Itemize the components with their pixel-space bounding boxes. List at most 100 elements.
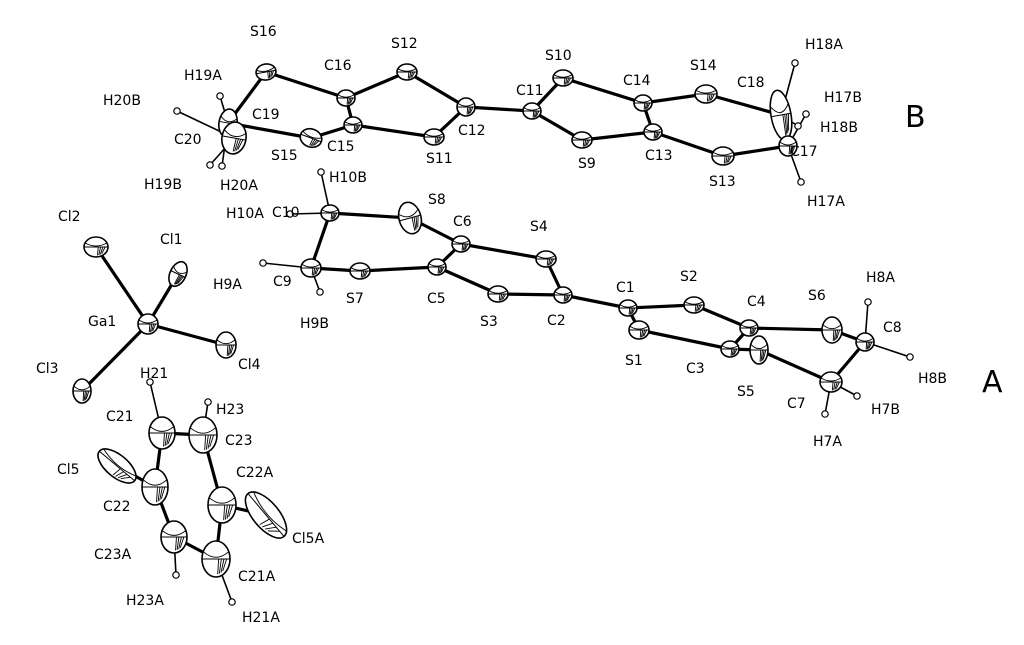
atom-c18: [769, 89, 793, 141]
bond-c1-s2: [626, 303, 696, 310]
atom-label-s13: S13: [709, 174, 736, 190]
atom-c23: [188, 416, 218, 454]
atom-cl5a: [244, 491, 288, 539]
atom-c12: [456, 97, 476, 117]
atom-h10a: [286, 210, 294, 218]
atom-h7a: [821, 410, 829, 418]
atom-label-c19: C19: [252, 107, 280, 123]
atom-label-h17b: H17B: [824, 90, 862, 106]
atom-label-c23: C23: [225, 433, 253, 449]
atom-c20: [221, 121, 247, 155]
atom-label-h19a: H19A: [184, 68, 222, 84]
atom-c6: [451, 235, 471, 253]
atom-label-c5: C5: [427, 291, 446, 307]
atom-label-h8a: H8A: [866, 270, 895, 286]
atom-cl4: [215, 331, 237, 359]
atom-s9: [571, 131, 593, 149]
atom-label-s7: S7: [346, 291, 364, 307]
atom-c21a: [201, 540, 231, 578]
molecule-label-a: A: [982, 365, 1003, 400]
bond-c5-s3: [435, 265, 500, 296]
atom-cl1: [168, 260, 188, 288]
atom-h10b: [317, 168, 325, 176]
atom-h8a: [864, 298, 872, 306]
atom-c1: [618, 299, 638, 317]
atom-s14: [694, 84, 718, 104]
atom-label-s15: S15: [271, 148, 298, 164]
atom-label-h21: H21: [140, 366, 168, 382]
atom-label-h7b: H7B: [871, 402, 900, 418]
atom-cl3: [72, 378, 92, 404]
bond-c4-s6: [747, 326, 834, 332]
atom-label-cl2: Cl2: [58, 209, 81, 225]
atom-c16: [336, 89, 356, 107]
atom-label-c21a: C21A: [238, 569, 276, 585]
atom-s8: [397, 201, 423, 235]
atom-label-c6: C6: [453, 214, 472, 230]
atom-label-h20b: H20B: [103, 93, 141, 109]
atom-label-c9: C9: [273, 274, 292, 290]
atom-s2: [683, 296, 705, 314]
atom-h20b: [173, 107, 181, 115]
atom-h21: [146, 378, 154, 386]
atom-label-h18a: H18A: [805, 37, 843, 53]
atom-h9b: [316, 288, 324, 296]
atom-label-h9a: H9A: [213, 277, 242, 293]
bond-s10-c14: [561, 76, 645, 105]
atom-s13: [711, 146, 735, 166]
atom-label-cl5: Cl5: [57, 462, 80, 478]
atom-s6: [821, 316, 843, 344]
atom-label-ga1: Ga1: [88, 314, 116, 330]
atom-label-s8: S8: [428, 192, 446, 208]
atom-label-h7a: H7A: [813, 434, 842, 450]
atom-s10: [552, 69, 574, 87]
atom-c22a: [207, 486, 237, 524]
atom-s15: [299, 127, 323, 149]
atom-label-c14: C14: [623, 73, 651, 89]
atom-label-cl5a: Cl5A: [292, 531, 325, 547]
atom-label-c16: C16: [324, 58, 352, 74]
atom-label-c21: C21: [106, 409, 134, 425]
atom-ga1: [137, 313, 159, 335]
atom-h7b: [853, 392, 861, 400]
atom-label-h10b: H10B: [329, 170, 367, 186]
atom-label-s16: S16: [250, 24, 277, 40]
atom-c17: [778, 135, 798, 157]
atom-label-c4: C4: [747, 294, 766, 310]
atom-label-s10: S10: [545, 48, 572, 64]
atom-label-h10a: H10A: [226, 206, 264, 222]
atom-label-s3: S3: [480, 314, 498, 330]
atom-label-c13: C13: [645, 148, 673, 164]
bond-c15-s11: [351, 123, 436, 139]
atoms-layer: [72, 59, 914, 606]
bond-s1-c3: [637, 328, 732, 351]
bond-c2-c1: [561, 293, 630, 310]
atom-label-s4: S4: [530, 219, 548, 235]
atom-s16: [255, 63, 277, 81]
atom-h9a: [259, 259, 267, 267]
atom-labels-layer: S16C16S12C15S15C12S11C11S10S9C14C13S14S1…: [36, 24, 947, 626]
atom-label-c10: C10: [272, 205, 300, 221]
atom-label-c18: C18: [737, 75, 765, 91]
bond-c13-s13: [651, 130, 725, 158]
atom-h18b: [794, 122, 802, 130]
molecule-label-b: B: [905, 100, 926, 135]
atom-cl5: [97, 448, 137, 484]
atom-c7: [819, 371, 843, 393]
atom-label-c3: C3: [686, 361, 705, 377]
bond-c10-s8: [328, 211, 412, 220]
bond-ga1-cl3: [80, 322, 150, 393]
atom-c2: [553, 286, 573, 304]
atom-h20a: [218, 162, 226, 170]
atom-c8: [855, 332, 875, 352]
atom-h8b: [906, 353, 914, 361]
atom-c5: [427, 258, 447, 276]
atom-label-h23: H23: [216, 402, 244, 418]
atom-label-h19b: H19B: [144, 177, 182, 193]
bond-s14-c18: [704, 92, 783, 117]
atom-label-h21a: H21A: [242, 610, 280, 626]
atom-h21a: [228, 598, 236, 606]
atom-s7: [349, 262, 371, 280]
